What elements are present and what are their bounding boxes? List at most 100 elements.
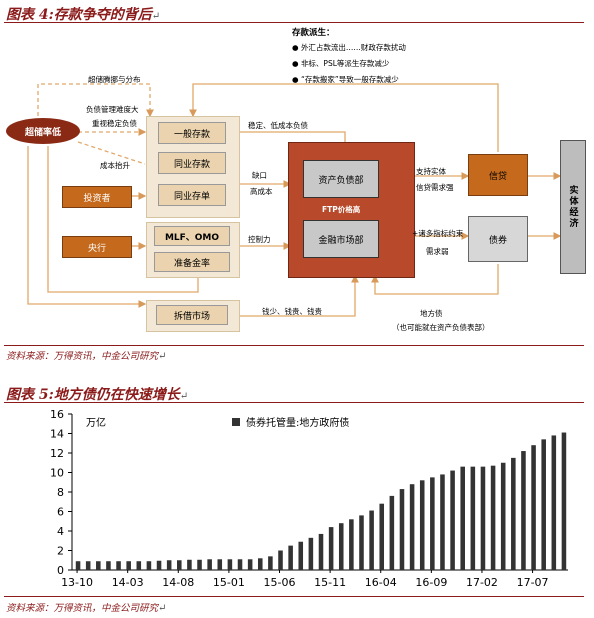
bar xyxy=(349,519,354,570)
label-local-debt-note: （也可能就在资产负债表部） xyxy=(392,323,490,332)
bar xyxy=(399,489,405,570)
bar xyxy=(136,561,142,570)
bar xyxy=(116,561,121,570)
bar xyxy=(470,466,476,570)
real-economy-box: 实体经济 xyxy=(560,140,586,274)
figure4-title-rule xyxy=(4,22,584,23)
liability-dept-box: 资产负债部 xyxy=(303,160,379,198)
x-tick-label: 16-04 xyxy=(365,576,397,589)
figure4-diagram: 存款派生： ● 外汇占款流出……财政存款扰动 ● 非标、PSL等派生存款减少 ●… xyxy=(0,24,594,344)
label-local-debt: 地方债 xyxy=(420,309,443,318)
financial-dept-box: 金融市场部 xyxy=(303,220,379,258)
y-tick-label: 16 xyxy=(50,408,64,421)
bar xyxy=(187,559,192,570)
derivation-item: ● 外汇占款流出……财政存款扰动 xyxy=(292,43,406,52)
bar xyxy=(521,451,526,570)
bar xyxy=(511,457,516,570)
bar xyxy=(177,560,182,570)
bar xyxy=(268,556,273,570)
bar xyxy=(318,533,324,570)
x-tick-label: 14-03 xyxy=(112,576,144,589)
x-tick-label: 17-02 xyxy=(466,576,498,589)
reserve-ratio-box: 准备金率 xyxy=(154,252,230,272)
bar xyxy=(85,561,91,570)
bar xyxy=(288,545,293,570)
bar xyxy=(379,503,385,570)
excess-reserve-oval: 超储率低 xyxy=(6,118,80,144)
interbank-cd-box: 同业存单 xyxy=(158,184,226,206)
unit-label: 万亿 xyxy=(86,416,106,429)
bar xyxy=(551,435,557,570)
label-liability-difficulty: 负债管理难度大 xyxy=(86,105,139,114)
bonds-box: 债券 xyxy=(468,216,528,262)
investor-box: 投资者 xyxy=(62,186,132,208)
derivation-item: ● “存款搬家”导致一般存款减少 xyxy=(292,75,399,84)
bar xyxy=(166,560,172,570)
y-tick-label: 8 xyxy=(57,486,64,499)
figure5-title: 图表 5:地方债仍在快速增长↵ xyxy=(6,387,189,403)
bar xyxy=(257,558,263,570)
x-tick-label: 13-10 xyxy=(61,576,93,589)
bar xyxy=(369,510,374,570)
label-gap: 缺口 xyxy=(252,171,267,180)
bar xyxy=(440,474,445,570)
bar xyxy=(146,561,152,570)
legend-swatch xyxy=(232,418,240,426)
label-stable-low-cost: 稳定、低成本负债 xyxy=(248,121,308,130)
bar xyxy=(96,561,101,570)
label-control: 控制力 xyxy=(248,235,271,244)
bar xyxy=(561,432,567,570)
bar xyxy=(490,465,496,570)
bar xyxy=(450,470,455,570)
bar xyxy=(197,559,202,570)
label-value-stable: 重视稳定负债 xyxy=(92,119,137,128)
derivation-item: ● 非标、PSL等派生存款减少 xyxy=(292,59,390,68)
figure4-bottom-rule xyxy=(4,345,584,346)
figure4-connectors xyxy=(27,83,562,317)
y-tick-label: 10 xyxy=(50,467,64,480)
label-support: 支持实体 xyxy=(416,167,446,176)
bar xyxy=(500,462,506,570)
bar xyxy=(430,477,435,570)
x-tick-label: 17-07 xyxy=(517,576,549,589)
general-deposit-box: 一般存款 xyxy=(158,122,226,144)
bar xyxy=(389,495,395,570)
bar xyxy=(338,523,344,570)
y-tick-label: 14 xyxy=(50,428,64,441)
bar xyxy=(328,527,334,570)
legend-label: 债券托管量:地方政府债 xyxy=(246,416,349,429)
bar xyxy=(359,515,364,570)
bar xyxy=(126,561,131,570)
y-tick-label: 4 xyxy=(57,525,64,538)
figure5-bottom-rule xyxy=(4,596,584,597)
bar xyxy=(247,559,253,570)
figure5-source: 资料来源：万得资讯，中金公司研究↵ xyxy=(6,603,167,614)
interbank-deposit-box: 同业存款 xyxy=(158,152,226,174)
figure4-source: 资料来源：万得资讯，中金公司研究↵ xyxy=(6,351,167,362)
label-cost-rise: 成本抬升 xyxy=(100,161,130,170)
figure5-title-rule xyxy=(4,402,584,403)
bar xyxy=(237,559,243,570)
bar xyxy=(156,560,162,570)
y-tick-label: 0 xyxy=(57,564,64,577)
central-bank-box: 央行 xyxy=(62,236,132,258)
x-tick-label: 15-11 xyxy=(314,576,346,589)
bar xyxy=(460,466,465,570)
x-tick-label: 15-06 xyxy=(264,576,296,589)
label-high-cost: 高成本 xyxy=(250,187,273,196)
bar xyxy=(217,559,223,570)
bar xyxy=(278,550,283,570)
bar xyxy=(106,561,111,570)
label-funds: 钱少、钱贵、钱贵 xyxy=(262,307,322,316)
bar xyxy=(409,484,415,570)
y-tick-label: 12 xyxy=(50,447,64,460)
label-excess-reserve: 超储腾挪与分布 xyxy=(88,75,141,84)
bar xyxy=(541,439,546,570)
credit-box: 信贷 xyxy=(468,154,528,196)
label-credit-demand: 信贷需求强 xyxy=(416,183,454,192)
y-tick-label: 6 xyxy=(57,506,64,519)
bar xyxy=(298,541,304,570)
bar xyxy=(227,559,233,570)
label-weak-demand: 需求弱 xyxy=(426,247,449,256)
